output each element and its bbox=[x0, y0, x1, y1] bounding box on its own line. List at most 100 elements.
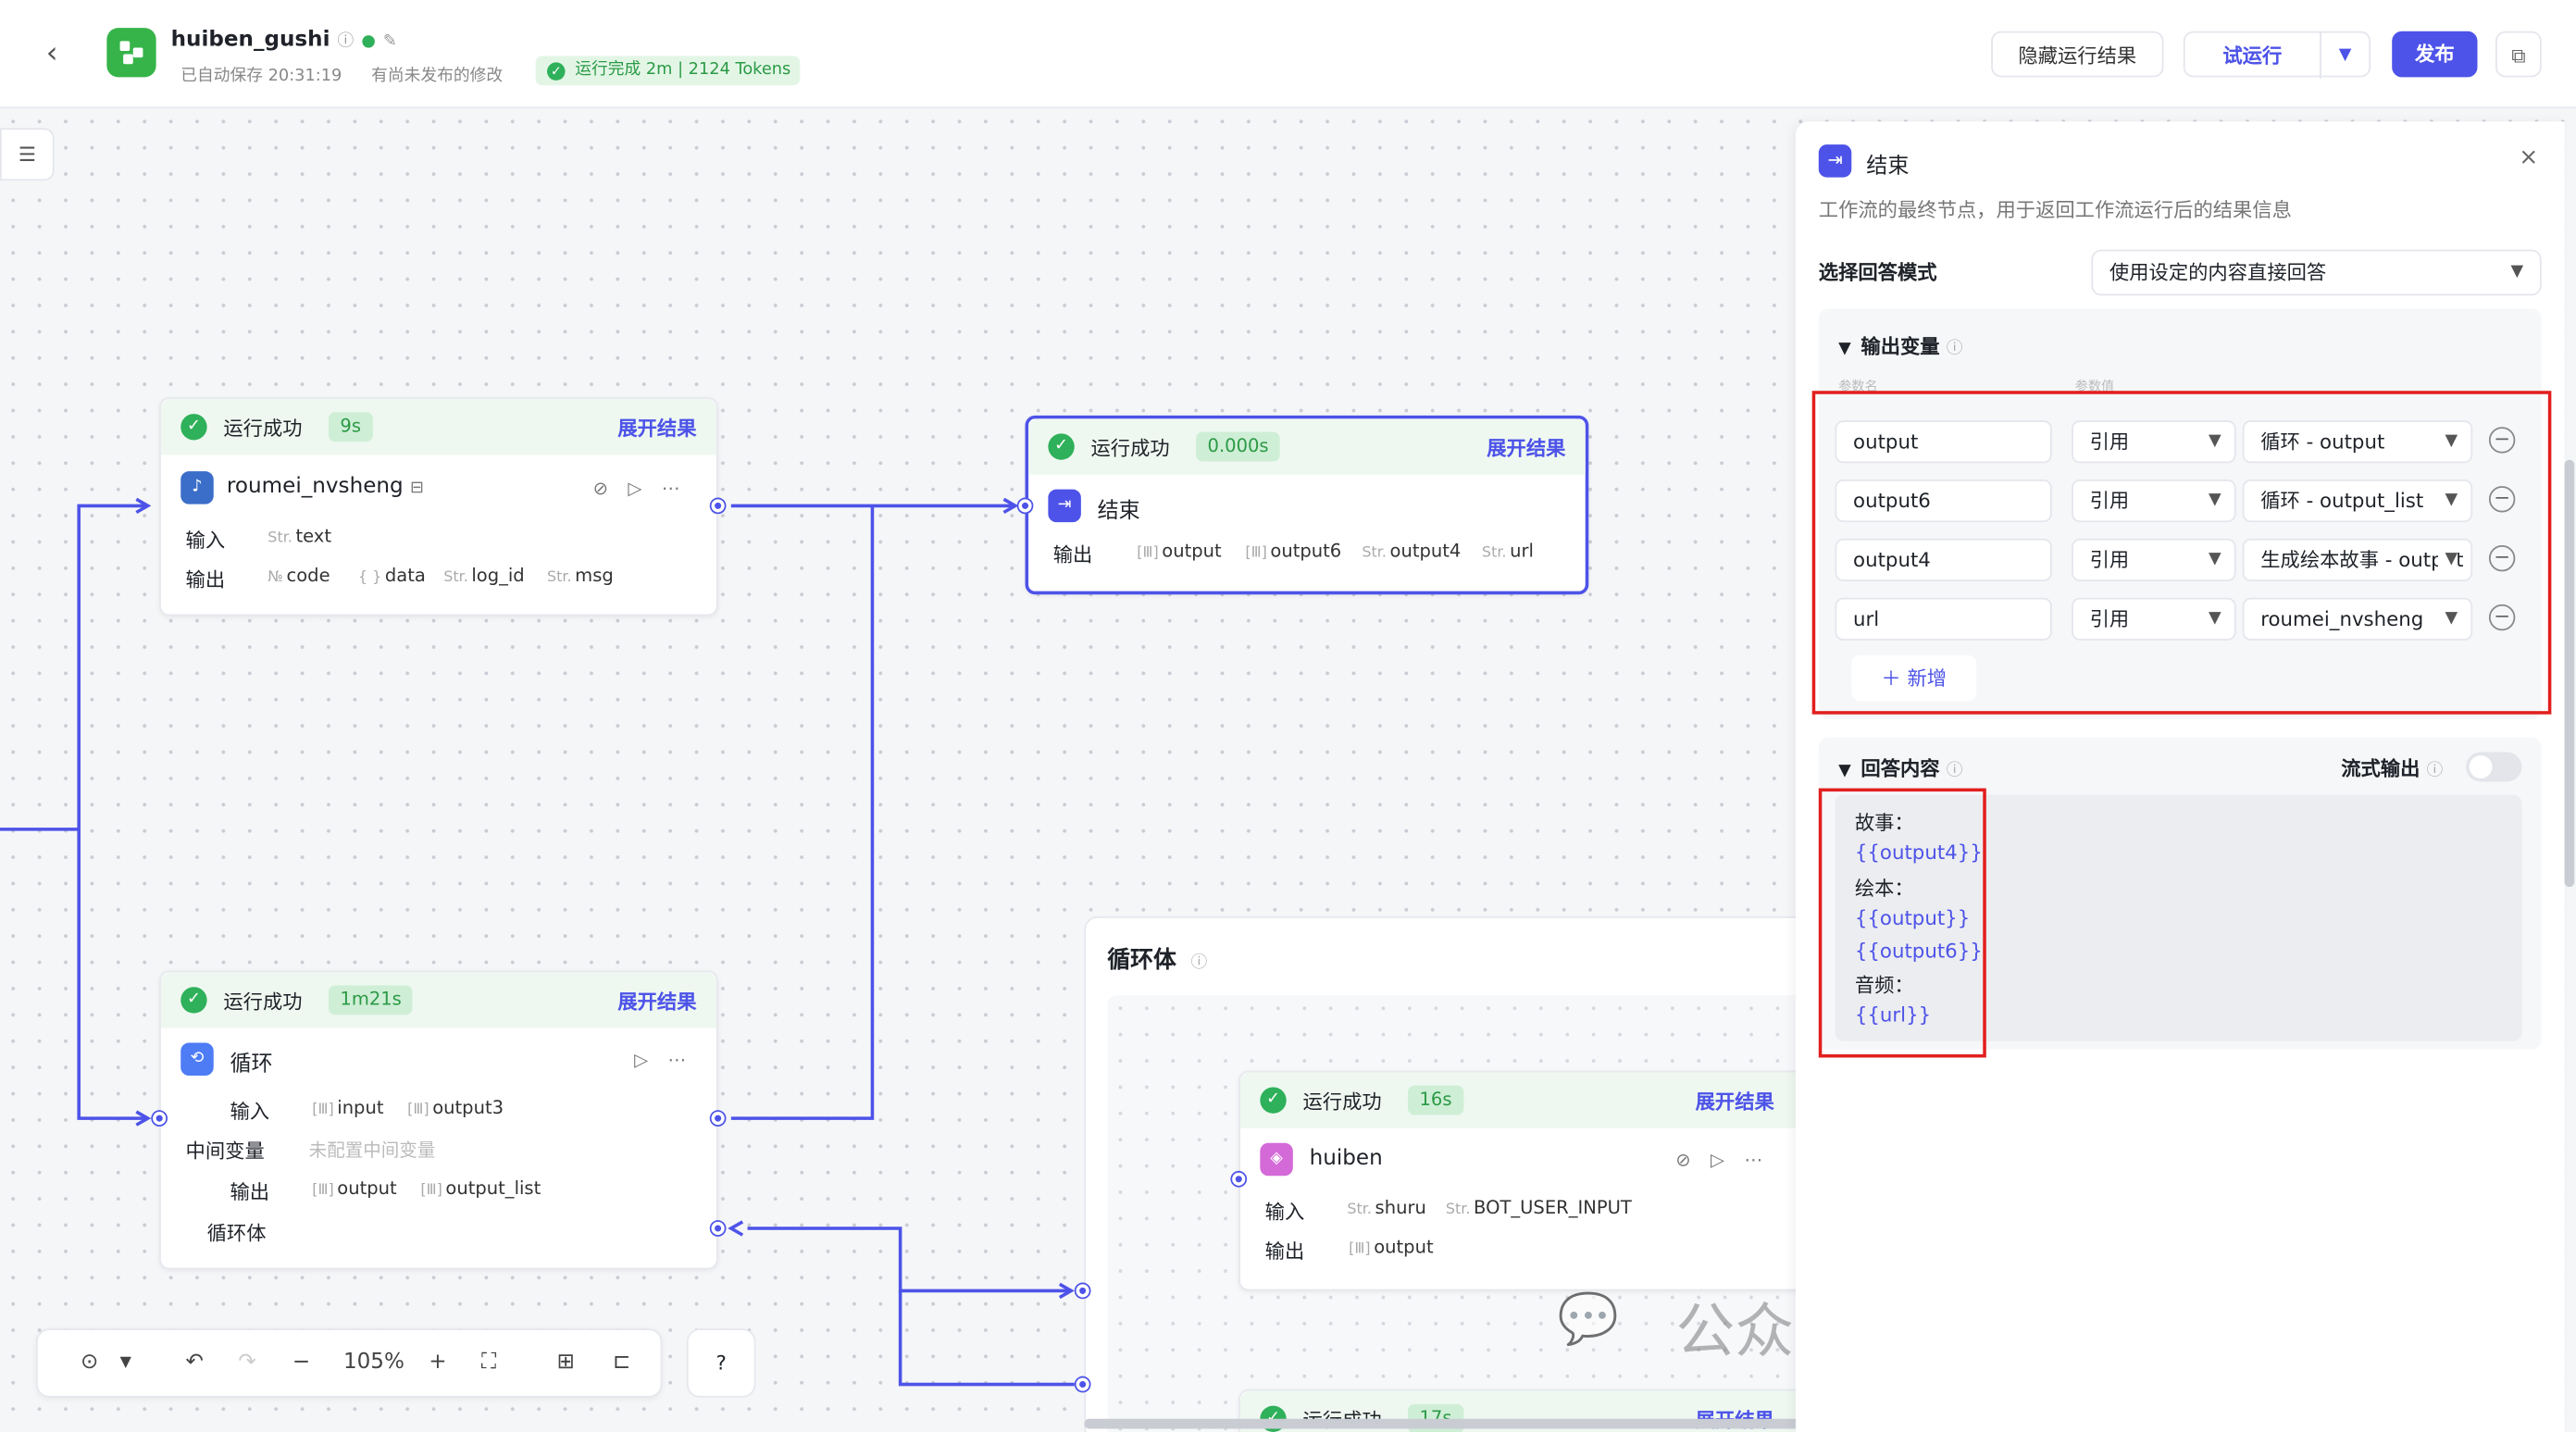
input-port[interactable] bbox=[1076, 1284, 1089, 1298]
param-tag: Str.text bbox=[268, 525, 331, 547]
output-port[interactable] bbox=[711, 1112, 725, 1126]
edit-icon[interactable]: ✎ bbox=[382, 32, 397, 51]
stream-output-toggle[interactable] bbox=[2466, 752, 2522, 782]
remove-icon[interactable]: − bbox=[2488, 486, 2516, 513]
copy-icon[interactable]: ⧉ bbox=[2495, 31, 2542, 78]
answer-line: 绘本： bbox=[1854, 877, 1914, 901]
zoom-out-icon[interactable]: − bbox=[292, 1350, 311, 1375]
debug-icon[interactable]: ⊘ bbox=[1675, 1149, 1711, 1171]
add-variable-button[interactable]: ＋ 新增 bbox=[1851, 654, 1977, 702]
answer-variable: {{output}} bbox=[1854, 906, 1971, 930]
mouse-mode-icon[interactable]: ⊙ bbox=[80, 1350, 99, 1375]
outline-icon[interactable]: ☰ bbox=[0, 128, 55, 181]
expand-results-link[interactable]: 展开结果 bbox=[1487, 436, 1566, 460]
remove-icon[interactable]: − bbox=[2488, 544, 2516, 572]
chevron-down-icon[interactable]: ▼ bbox=[119, 1354, 131, 1372]
run-icon[interactable]: ▷ bbox=[628, 478, 662, 500]
chevron-down-icon[interactable]: ▼ bbox=[2320, 32, 2369, 80]
chevron-down-icon: ▼ bbox=[2208, 491, 2221, 509]
horizontal-scrollbar[interactable] bbox=[1084, 1418, 2037, 1429]
close-icon[interactable]: × bbox=[2519, 144, 2539, 171]
output-label: 输出 bbox=[185, 567, 226, 591]
answer-content-editor[interactable] bbox=[1835, 794, 2522, 1041]
var-ref-select[interactable]: 循环 - output▼ bbox=[2242, 420, 2473, 464]
var-ref-select[interactable]: 生成绘本故事 - output▼ bbox=[2242, 538, 2473, 582]
vertical-scrollbar[interactable] bbox=[2564, 459, 2575, 888]
chevron-down-icon: ▼ bbox=[2438, 540, 2458, 580]
node-toolbar: ⊘▷⋯ bbox=[1675, 1150, 1782, 1171]
debug-icon[interactable]: ⊘ bbox=[592, 478, 628, 500]
param-tag: [Ⅲ]output6 bbox=[1245, 540, 1342, 562]
status-label: 运行成功 bbox=[223, 417, 303, 441]
check-icon: ● bbox=[361, 32, 376, 51]
remove-icon[interactable]: − bbox=[2488, 604, 2516, 631]
info-icon: ⓘ bbox=[1190, 953, 1208, 973]
var-name-input[interactable]: output4 bbox=[1835, 538, 2052, 582]
var-name-input[interactable]: output6 bbox=[1835, 479, 2052, 523]
output-port[interactable] bbox=[711, 499, 725, 513]
highlight-box bbox=[1818, 788, 1986, 1058]
panel-description: 工作流的最终节点，用于返回工作流运行后的结果信息 bbox=[1818, 198, 2292, 222]
expand-results-link[interactable]: 展开结果 bbox=[617, 417, 697, 441]
end-node[interactable]: ✓ 运行成功 0.000s 展开结果 ⇥ 结束 输出 [Ⅲ]output [Ⅲ]… bbox=[1025, 415, 1589, 595]
var-name-input[interactable]: output bbox=[1835, 420, 2052, 464]
fit-view-icon[interactable]: ⛶ bbox=[481, 1350, 497, 1375]
zoom-level[interactable]: 105% bbox=[342, 1350, 404, 1375]
undo-icon[interactable]: ↶ bbox=[185, 1350, 204, 1375]
var-ref-select[interactable]: roumei_nvsheng▼ bbox=[2242, 597, 2473, 641]
time-badge: 1m21s bbox=[328, 985, 414, 1015]
loop-body-port[interactable] bbox=[711, 1221, 725, 1236]
expand-results-link[interactable]: 展开结果 bbox=[617, 990, 697, 1014]
input-port[interactable] bbox=[1018, 499, 1032, 513]
input-label: 输入 bbox=[1264, 1200, 1305, 1224]
chevron-down-icon: ▼ bbox=[1838, 340, 1851, 358]
zoom-in-icon[interactable]: + bbox=[429, 1350, 447, 1375]
hide-results-button[interactable]: 隐藏运行结果 bbox=[1991, 31, 2164, 78]
publish-button[interactable]: 发布 bbox=[2392, 31, 2478, 78]
loop-node[interactable]: ✓ 运行成功 1m21s 展开结果 ⟲ 循环 ▷⋯ 输入 中间变量 输出 循环体… bbox=[159, 970, 718, 1270]
run-icon[interactable]: ▷ bbox=[1711, 1149, 1745, 1171]
var-name-input[interactable]: url bbox=[1835, 597, 2052, 641]
chevron-down-icon: ▼ bbox=[2445, 491, 2458, 509]
var-ref-select[interactable]: 循环 - output_list▼ bbox=[2242, 479, 2473, 523]
test-run-button[interactable]: 试运行▼ bbox=[2183, 31, 2371, 80]
info-icon: ⓘ bbox=[1946, 762, 1963, 780]
huiben-node[interactable]: ✓ 运行成功 16s 展开结果 ◈ huiben ⊘▷⋯ 输入 输出 Str.s… bbox=[1238, 1070, 1806, 1291]
more-icon[interactable]: ⋯ bbox=[667, 1049, 706, 1071]
param-tag: Str.msg bbox=[547, 565, 614, 587]
input-port[interactable] bbox=[1232, 1172, 1246, 1186]
remove-icon[interactable]: − bbox=[2488, 427, 2516, 454]
status-label: 运行成功 bbox=[1302, 1090, 1382, 1114]
chevron-down-icon: ▼ bbox=[2208, 550, 2221, 568]
more-icon[interactable]: ⋯ bbox=[1744, 1149, 1783, 1171]
answer-mode-select[interactable]: 使用设定的内容直接回答▼ bbox=[2091, 249, 2542, 296]
input-port[interactable] bbox=[153, 1112, 167, 1126]
end-node-icon: ⇥ bbox=[1048, 489, 1081, 523]
run-icon[interactable]: ▷ bbox=[634, 1049, 668, 1071]
var-source-select[interactable]: 引用▼ bbox=[2072, 597, 2236, 641]
highlight-box bbox=[1811, 391, 2552, 715]
node-status-bar: ✓ 运行成功 1m21s 展开结果 bbox=[160, 972, 716, 1028]
status-label: 运行成功 bbox=[223, 990, 303, 1014]
time-badge: 0.000s bbox=[1196, 431, 1281, 462]
help-icon[interactable]: ? bbox=[686, 1328, 756, 1398]
success-icon: ✓ bbox=[180, 987, 207, 1014]
expand-results-link[interactable]: 展开结果 bbox=[1695, 1090, 1774, 1114]
var-source-select[interactable]: 引用▼ bbox=[2072, 479, 2236, 523]
more-icon[interactable]: ⋯ bbox=[661, 478, 700, 500]
redo-icon[interactable]: ↷ bbox=[238, 1350, 256, 1375]
comment-icon[interactable]: ⊏ bbox=[613, 1350, 631, 1375]
auto-layout-icon[interactable]: ⊞ bbox=[556, 1350, 576, 1375]
chevron-down-icon: ▼ bbox=[2445, 609, 2458, 628]
chevron-down-icon: ▼ bbox=[2208, 609, 2221, 628]
input-port[interactable] bbox=[1076, 1377, 1089, 1391]
var-source-select[interactable]: 引用▼ bbox=[2072, 538, 2236, 582]
plugin-node[interactable]: ✓ 运行成功 9s 展开结果 ♪ roumei_nvsheng ⊟ ⊘▷⋯ 输入… bbox=[159, 397, 718, 616]
back-arrow-icon[interactable]: ‹ bbox=[45, 36, 58, 71]
var-source-select[interactable]: 引用▼ bbox=[2072, 420, 2236, 464]
answer-line: 音频： bbox=[1854, 974, 1914, 997]
